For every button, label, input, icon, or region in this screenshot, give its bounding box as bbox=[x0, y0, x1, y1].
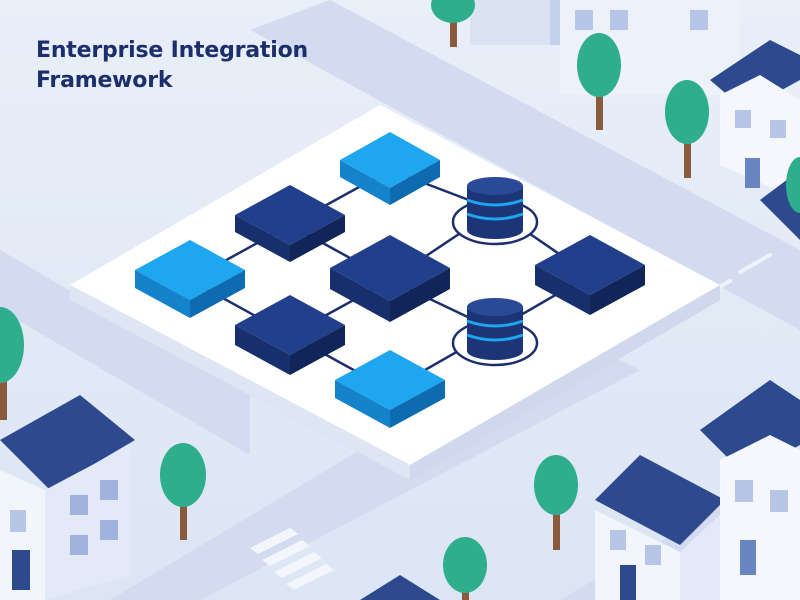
server-block-icon bbox=[335, 350, 445, 428]
title-line-1: Enterprise Integration bbox=[36, 38, 308, 63]
house-icon bbox=[710, 40, 800, 200]
title-line-2: Framework bbox=[36, 68, 173, 93]
server-block-icon bbox=[340, 132, 440, 205]
database-icon bbox=[451, 298, 539, 367]
tree-icon bbox=[665, 80, 709, 178]
house-icon bbox=[0, 395, 135, 600]
house-icon bbox=[700, 380, 800, 600]
house-icon bbox=[360, 575, 440, 600]
tree-icon bbox=[534, 455, 578, 550]
tree-icon bbox=[577, 33, 621, 130]
crosswalk bbox=[250, 528, 334, 590]
tree-icon bbox=[0, 307, 24, 420]
database-icon bbox=[451, 177, 539, 246]
tree-icon bbox=[786, 157, 800, 213]
server-block-icon bbox=[135, 240, 245, 318]
tree-icon bbox=[443, 537, 487, 600]
house-icon bbox=[595, 455, 725, 600]
server-block-icon bbox=[330, 235, 450, 322]
tree-icon bbox=[160, 443, 206, 540]
page-title: Enterprise Integration Framework bbox=[36, 36, 308, 96]
tree-icon bbox=[431, 0, 475, 47]
server-block-icon bbox=[535, 235, 645, 315]
server-block-icon bbox=[235, 185, 345, 262]
server-block-icon bbox=[235, 295, 345, 375]
